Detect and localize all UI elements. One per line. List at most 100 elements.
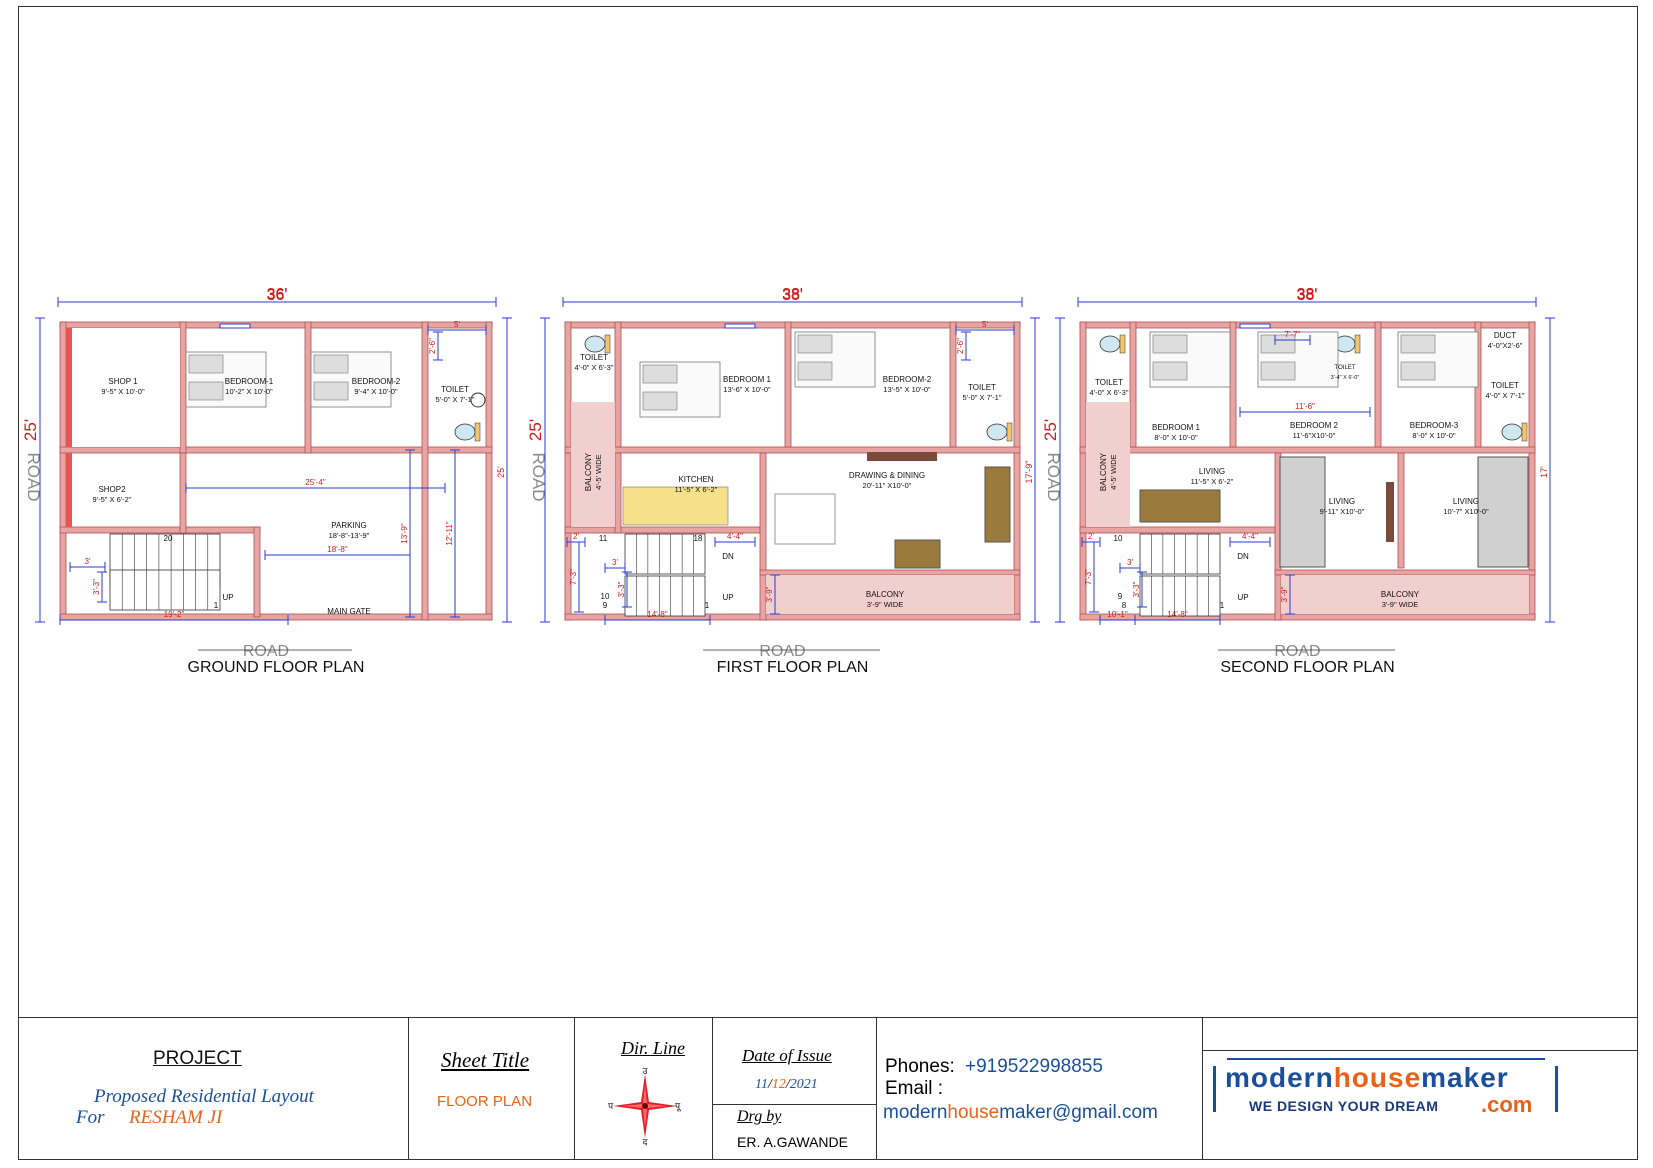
side-road-label: ROAD — [24, 452, 43, 501]
logo-tagline: WE DESIGN YOUR DREAM — [1249, 1098, 1439, 1114]
room-size: 10'-7" X10'-0" — [1443, 507, 1489, 516]
overall-width-label: 38' — [1297, 287, 1318, 304]
room-size: 11'-5" X 6'-2" — [675, 485, 718, 494]
svg-text:उ: उ — [643, 1066, 649, 1076]
balcony-area — [766, 575, 1014, 614]
stair-number: 1 — [214, 601, 219, 610]
sheet-title-label: Sheet Title — [441, 1048, 530, 1072]
dir-line-label: Dir. Line — [621, 1038, 686, 1058]
email-address[interactable]: modernhousemaker@gmail.com — [883, 1102, 1158, 1123]
wall — [253, 526, 261, 618]
room-name: TOILET — [968, 383, 996, 392]
wall — [1229, 321, 1237, 448]
room-name: BALCONY — [1381, 590, 1420, 599]
room-name: BALCONY — [584, 452, 593, 491]
window — [1239, 323, 1271, 329]
balcony-area — [571, 402, 615, 527]
wall — [759, 569, 1021, 576]
project-name: Proposed Residential Layout — [94, 1086, 314, 1107]
room-name: TOILET — [1335, 365, 1356, 371]
window — [724, 323, 756, 329]
wall — [59, 446, 493, 454]
sofa-icon — [984, 466, 1011, 543]
dimension-label: 19'-2" — [164, 610, 185, 619]
dimension-label: 25'-4" — [305, 478, 326, 487]
sofa-icon — [1279, 456, 1326, 568]
room-name: DRAWING & DINING — [849, 471, 925, 480]
date-value: 11/12/2021 — [755, 1077, 818, 1092]
wall — [1397, 452, 1405, 569]
wall — [759, 452, 767, 621]
project-cell: PROJECT Proposed Residential Layout For … — [18, 1018, 409, 1160]
room-name: DUCT — [1494, 331, 1516, 340]
svg-text:प: प — [608, 1101, 614, 1111]
room-name: KITCHEN — [678, 475, 713, 484]
toilet-icon — [454, 423, 476, 441]
room-size: 4'-5' WIDE — [1109, 454, 1118, 489]
shutter — [66, 328, 72, 447]
room-size: 8'-0" X 10'-0" — [1412, 431, 1456, 440]
pillow-icon — [642, 391, 678, 411]
pillow-icon — [313, 354, 349, 374]
logo-com: .com — [1481, 1092, 1533, 1117]
logo-top-strip — [1203, 1018, 1638, 1051]
room-name: BALCONY — [866, 590, 905, 599]
wc-icon — [470, 392, 486, 408]
dimension-label: 18'-8" — [327, 545, 348, 554]
overall-width-label: 38' — [782, 287, 803, 304]
room-name: LIVING — [1329, 497, 1355, 506]
pillow-icon — [1260, 361, 1296, 381]
stair-number: 18 — [694, 534, 703, 543]
room-size: 4'-0" X 6'-3" — [574, 363, 613, 372]
side-road-label: ROAD — [529, 452, 548, 501]
staircase — [624, 575, 706, 617]
dimension-label: 3'-3" — [92, 579, 101, 595]
dimension-label: 3' — [85, 557, 91, 566]
stair-number: 8 — [1122, 601, 1127, 610]
staircase — [109, 569, 221, 611]
wall — [59, 526, 261, 534]
project-label: PROJECT — [153, 1048, 242, 1069]
phone-number[interactable]: +919522998855 — [965, 1056, 1103, 1077]
stair-number: 10 — [601, 592, 610, 601]
room-size: 10'-2" X 10'-0" — [225, 387, 273, 396]
staircase — [1139, 575, 1221, 617]
dimension-label: 3'-3" — [1132, 581, 1141, 597]
date-divider — [713, 1104, 877, 1105]
phones-label: Phones: — [885, 1056, 955, 1077]
wall — [421, 321, 429, 621]
stair-number: 11 — [599, 534, 608, 543]
room-name: BEDROOM 1 — [1152, 423, 1201, 432]
dimension-label: 5' — [454, 320, 460, 329]
room-name: BEDROOM 2 — [1290, 421, 1339, 430]
toilet-icon — [1099, 335, 1121, 353]
window — [219, 323, 251, 329]
pillow-icon — [1400, 334, 1436, 354]
wall — [564, 446, 1021, 454]
dimension-label: 3' — [1127, 558, 1133, 567]
room-size: 3'-9" WIDE — [1382, 600, 1419, 609]
room-size: 11'-6"X10'-0" — [1293, 431, 1336, 440]
room-size: 4'-5' WIDE — [594, 454, 603, 489]
tv-unit — [1386, 482, 1394, 542]
sheet-title: FLOOR PLAN — [437, 1093, 533, 1110]
dimension-label: 7'-3" — [1084, 569, 1093, 585]
wall — [485, 321, 493, 621]
balcony-area — [1086, 402, 1130, 527]
dimension-label: 3' — [612, 558, 618, 567]
compass-rose-icon: उ द प पू — [608, 1066, 682, 1146]
dimension-label: 2'-6" — [428, 338, 437, 354]
dimension-label: 36' — [267, 286, 288, 303]
room-name: TOILET — [1095, 378, 1123, 387]
wall — [59, 321, 67, 621]
wall — [1079, 526, 1276, 534]
dining-table — [774, 493, 836, 545]
toilet-tank-icon — [474, 422, 481, 442]
dimension-label: 7'-3" — [569, 569, 578, 585]
dimension-label: 4'-4" — [727, 532, 743, 541]
toilet-tank-icon — [1119, 334, 1126, 354]
pillow-icon — [797, 361, 833, 381]
room-name: TOILET — [441, 385, 469, 394]
wall — [1374, 321, 1382, 448]
pillow-icon — [1400, 361, 1436, 381]
